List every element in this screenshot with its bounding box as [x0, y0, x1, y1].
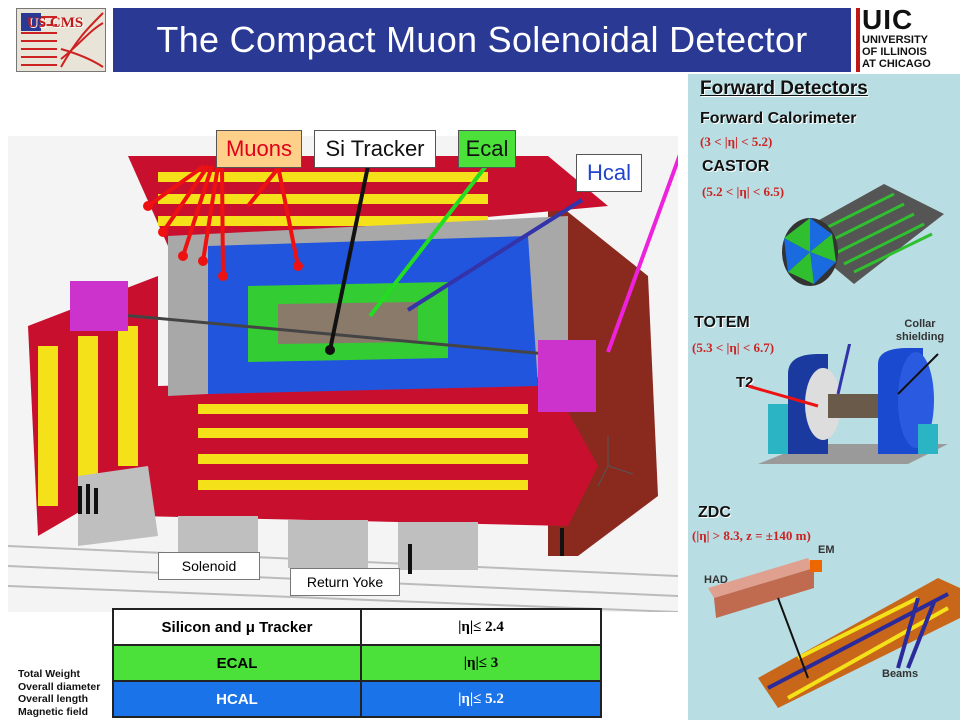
forward-calorimeter-heading: Forward Calorimeter [700, 110, 857, 127]
forward-detectors-title: Forward Detectors [700, 78, 868, 99]
collar-shielding-label: Collar shielding [880, 318, 960, 344]
cms-detector-drawing [7, 115, 696, 613]
forward-calorimeter-range: (3 < |η| < 5.2) [700, 134, 773, 149]
table-cell-name: Silicon and μ Tracker [112, 608, 362, 646]
hcal-label: Hcal [576, 154, 642, 192]
page-title: The Compact Muon Solenoidal Detector [113, 8, 851, 72]
totem-drawing [748, 344, 948, 464]
ecal-label: Ecal [458, 130, 516, 168]
table-cell-range: |η|≤ 3 [360, 644, 602, 682]
table-cell-name: ECAL [112, 644, 362, 682]
em-label: EM [818, 544, 835, 556]
us-cms-logo-text: US CMS [27, 15, 84, 31]
had-label: HAD [704, 574, 728, 586]
totem-range: (5.3 < |η| < 6.7) [692, 340, 775, 355]
muons-label: Muons [216, 130, 302, 168]
castor-range: (5.2 < |η| < 6.5) [702, 184, 785, 199]
castor-heading: CASTOR [702, 158, 770, 175]
spec-label: Magnetic field [18, 705, 89, 718]
table-cell-range: |η|≤ 2.4 [360, 608, 602, 646]
uic-logo: UIC UNIVERSITY OF ILLINOIS AT CHICAGO [862, 6, 942, 72]
return-yoke-label: Return Yoke [290, 568, 400, 596]
table-row: HCAL |η|≤ 5.2 [112, 680, 602, 718]
collar-label-line1: Collar [904, 318, 936, 330]
table-row: Silicon and μ Tracker |η|≤ 2.4 [112, 608, 602, 646]
uic-logo-line3: AT CHICAGO [862, 58, 931, 70]
spec-label: Overall diameter [18, 680, 101, 693]
uic-logo-line2: OF ILLINOIS [862, 46, 927, 58]
uic-logo-bar [856, 8, 860, 72]
uic-logo-abbr: UIC [862, 4, 914, 35]
cms-detector-illustration: Muons Si Tracker Ecal Hcal Total Weight:… [7, 115, 696, 718]
spec-label: Total Weight [18, 668, 81, 680]
us-cms-logo: US CMS [16, 8, 106, 72]
zdc-drawing [708, 558, 960, 708]
eta-coverage-table: Silicon and μ Tracker |η|≤ 2.4 ECAL |η|≤… [112, 608, 602, 718]
totem-heading: TOTEM [694, 314, 750, 331]
solenoid-label: Solenoid [158, 552, 260, 580]
table-cell-name: HCAL [112, 680, 362, 718]
uic-logo-line1: UNIVERSITY [862, 34, 929, 46]
spec-label: Overall length [18, 693, 89, 705]
si-tracker-label: Si Tracker [314, 130, 436, 168]
table-cell-range: |η|≤ 5.2 [360, 680, 602, 718]
beams-label: Beams [882, 668, 919, 680]
forward-detectors-panel: Forward Detectors Forward Calorimeter (3… [688, 74, 960, 720]
zdc-heading: ZDC [698, 504, 731, 521]
table-row: ECAL |η|≤ 3 [112, 644, 602, 682]
castor-drawing [782, 184, 944, 286]
zdc-range: (|η| > 8.3, z = ±140 m) [692, 528, 811, 543]
collar-label-line2: shielding [895, 331, 945, 343]
